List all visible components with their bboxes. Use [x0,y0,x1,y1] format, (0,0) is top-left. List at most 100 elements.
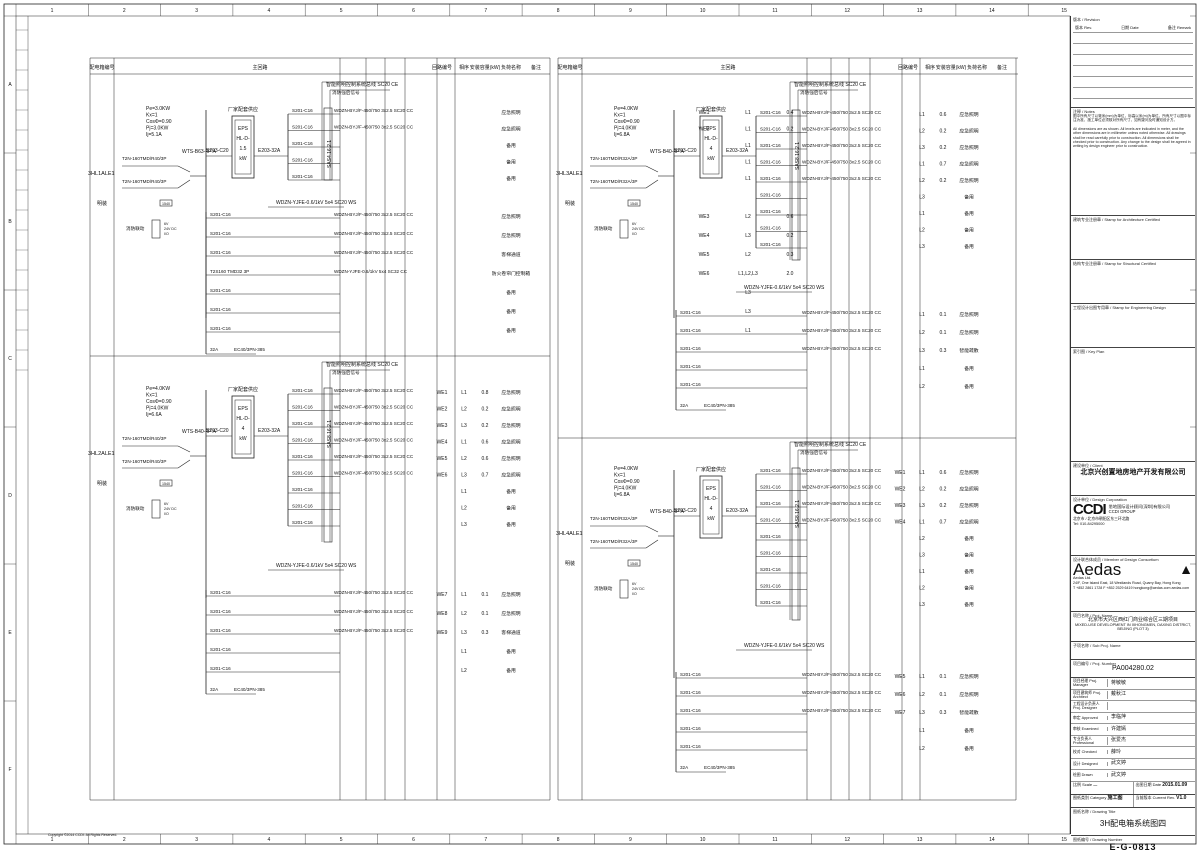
normal-phase: L2 [461,668,467,674]
border-number: 2 [123,8,126,14]
eps-text: kW [239,156,247,162]
normal-branch-breaker: S201-C16 [210,288,231,293]
eps-load: 备用 [964,585,974,592]
eps-phase: L3 [919,503,925,509]
eps-phase: L1 [745,127,751,133]
eps-branch-breaker: S201-C16 [760,242,781,247]
spd-rating: 32A [210,687,219,692]
rev-col: 版本 Rev. [1075,24,1093,30]
normal-branch-cable: WDZN-BYJ/F-450/750 3x2.5 SC20 CC [802,346,882,351]
eps-circuit-no: WE1 [895,470,906,476]
normal-branch-breaker: S201-C16 [680,726,701,731]
panel-id: 3HL1ALE1 [88,171,115,177]
fire-bit: I/O [164,512,169,516]
normal-phase: L1 [919,366,925,372]
eps-branch-cable: WDZN-BYJ/F-450/750 3x2.5 SC20 CC [334,388,414,393]
sas-module [791,109,801,261]
eps-circuit-no: WE1 [437,390,448,396]
eps-phase: L1 [745,110,751,116]
eps-phase: L2 [461,506,467,512]
label-box [627,199,641,207]
column-header-0: 配电箱编号 [89,64,114,71]
staff-name: 蒋敏敏 [1111,679,1127,686]
eps-load: 备用 [964,535,974,542]
issue-date: 2015.01.09 [1162,781,1188,788]
normal-load: 智能疏散 [959,347,978,354]
normal-kw: 0.1 [940,674,947,680]
border-number: 7 [484,8,487,14]
key-plan: 索引图 / Key Plan [1071,348,1195,462]
aedas-mark-icon: ▲ [1179,561,1193,577]
eps-branch-cable: WDZN-BYJ/F-450/750 3x2.5 SC20 CC [334,108,414,113]
column-header-1: 主回路 [252,64,267,71]
normal-branch-breaker: S201-C16 [210,307,231,312]
fire-signal-label: 消防强启信号 [332,369,360,376]
spd-rating: 32A [680,765,689,770]
feeder-cable: WDZN-YJFE-0.6/1kV 5x4 SC20 WS [276,563,357,569]
ccdi-addr-cn: 北京市 / 北京市朝阳区东三环北路 [1073,517,1130,521]
fire-module-box [151,499,161,519]
eps-branch-breaker: S201-C16 [292,520,313,525]
aedas-name: Aedas Ltd. [1073,576,1092,580]
eps-phase: L3 [461,473,467,479]
incoming-breaker: T2N-160TMD/R32A/3P [590,179,638,184]
eps-kw: 0.2 [940,145,947,151]
eps-phase: L1 [919,112,925,118]
normal-load: 备用 [506,667,516,674]
fire-link-label: 消防联动 [126,225,145,232]
normal-kw: 0.1 [940,692,947,698]
normal-branch-breaker: S201-C16 [680,690,701,695]
eps-load: 应急照明 [501,109,520,116]
normal-phase: L1 [461,649,467,655]
fire-bit: 6V [164,222,169,226]
eps-branch-breaker: S201-C16 [292,454,313,459]
eps-load: 应急照明 [501,422,520,429]
eps-phase: L1 [919,470,925,476]
normal-branch-breaker: S201-C16 [210,212,231,217]
eps-text: EPS [706,126,717,132]
border-number: 8 [557,8,560,14]
column-header-4: 安装容量(kW) [470,64,501,71]
label-box [159,199,173,207]
copyright: Copyright ©2014 CCDI. All Rights Reserve… [48,833,117,837]
border-number: 13 [917,837,923,843]
fire-bit: 24V DC [632,227,645,231]
eps-branch-cable: WDZN-BYJ/F-450/750 3x2.5 SC20 CC [334,438,414,443]
eps-branch-breaker: S201-C16 [760,176,781,181]
normal-phase: L3 [745,309,751,315]
eps-branch-breaker: S201-C16 [292,421,313,426]
project-number: PA004280.02 [1112,665,1154,672]
eps-load: 备用 [964,194,974,201]
staff-role: 绘图 Drawn [1071,773,1108,778]
panel-param: Kx=1 [614,113,626,119]
eps-kw: 0.6 [482,440,489,446]
eps-branch-breaker: S201-C16 [292,487,313,492]
border-number: 11 [772,8,777,14]
drawing-number-section: 图纸编号 / Drawing Number E-G-0813 [1071,836,1195,858]
eps-phase: L1 [461,440,467,446]
incoming-breaker: T2N-160TMD/R40/3P [122,436,166,441]
eps-text: 4 [710,506,713,512]
normal-branch-cable: WDZN-BYJ/F-450/750 3x2.5 SC20 CC [334,231,414,236]
eps-circuit-no: WE6 [437,473,448,479]
eps-phase: L1 [919,162,925,168]
eps-branch-breaker: S201-C16 [292,174,313,179]
column-header-2: 回路编号 [898,64,918,71]
eps-branch-breaker: S201-C16 [292,471,313,476]
spd-label: EC40/3PN-385 [234,687,265,692]
spd-label: EC40/3PN-385 [704,403,735,408]
staff-name: 戴秋江 [1111,691,1127,698]
eps-branch-breaker: S201-C16 [760,534,781,539]
drawing-title-section: 图纸名称 / Drawing Title 3H配电箱系统图四 [1071,808,1195,836]
panel-location: 明装 [97,480,107,487]
sas-module [791,467,801,621]
normal-load: 应急照明 [959,673,978,680]
normal-phase: L2 [919,330,925,336]
normal-branch-breaker: T2S160 TMD32 3P [210,269,249,274]
staff-role: 审定 Approved [1071,715,1108,720]
staff-role: 工程设计负责人 Proj. Designer [1071,702,1108,711]
fire-bit: 6V [632,582,637,586]
